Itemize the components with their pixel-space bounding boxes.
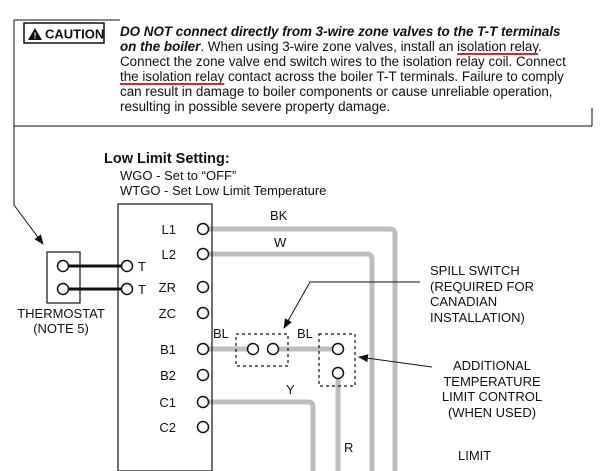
- spill-switch-arrow: [283, 281, 420, 329]
- wire-y: [208, 399, 316, 471]
- caution-line-4-rest: contact across the boiler T-T terminals.…: [224, 69, 564, 84]
- terminal-zc-label: ZC: [159, 306, 176, 321]
- limit-control-label: ADDITIONAL TEMPERATURE LIMIT CONTROL (WH…: [442, 358, 542, 420]
- spill-switch-label-line-3: CANADIAN: [430, 294, 497, 309]
- low-limit-wtgo: WTGO - Set Low Limit Temperature: [120, 183, 326, 198]
- spill-switch-terminal-2: [266, 342, 280, 356]
- wire-label-bk: BK: [270, 208, 288, 223]
- isolation-relay-highlight-2: the isolation relay: [120, 69, 225, 84]
- terminal-l2-screw: [196, 247, 210, 261]
- terminal-strip: [117, 203, 213, 471]
- terminal-t2-label: T: [138, 282, 146, 297]
- terminal-l1: L1: [162, 222, 210, 237]
- terminal-t2-screw: [120, 282, 134, 296]
- limit-control-label-line-3: LIMIT CONTROL: [442, 389, 542, 404]
- terminal-c2-screw: [196, 420, 210, 434]
- terminal-l1-screw: [196, 222, 210, 236]
- terminal-c2-label: C2: [159, 420, 176, 435]
- wire-label-r: R: [344, 440, 353, 455]
- terminal-t1: T: [120, 259, 146, 274]
- terminal-t1-screw: [120, 259, 134, 273]
- caution-line-5: can result in damage to boiler component…: [120, 84, 552, 99]
- thermostat: THERMOSTAT (NOTE 5): [17, 251, 122, 336]
- wire-w: [208, 251, 375, 471]
- terminal-b1: B1: [160, 342, 210, 357]
- spill-switch-terminal-1: [246, 342, 260, 356]
- spill-switch: [235, 333, 289, 367]
- caution-line-3: Connect the zone valve end switch wires …: [120, 54, 566, 69]
- terminal-zc: ZC: [159, 306, 210, 321]
- terminal-b2-label: B2: [160, 368, 176, 383]
- terminal-zc-screw: [196, 306, 210, 320]
- svg-text:!: !: [34, 31, 37, 41]
- caution-line-2-end: .: [538, 39, 542, 54]
- terminal-c1-screw: [196, 395, 210, 409]
- terminal-b1-screw: [196, 342, 210, 356]
- spill-switch-box: [235, 333, 289, 367]
- wire-label-w: W: [274, 235, 287, 250]
- caution-badge: ! CAUTION: [23, 22, 105, 44]
- spill-switch-label-line-4: INSTALLATION): [430, 310, 525, 325]
- caution-block: ! CAUTION DO NOT connect directly from 3…: [13, 19, 593, 127]
- caution-line-2-rest: . When using 3-wire zone valves, install…: [200, 39, 457, 54]
- thermostat-terminal-1: [56, 259, 70, 273]
- spill-switch-label: SPILL SWITCH (REQUIRED FOR CANADIAN INST…: [430, 263, 534, 325]
- terminal-t2: T: [120, 282, 146, 297]
- limit-label: LIMIT: [458, 448, 491, 463]
- limit-control-box: [318, 333, 356, 387]
- terminal-l1-label: L1: [162, 222, 176, 237]
- additional-limit-control: [318, 333, 356, 387]
- limit-control-terminal-1: [331, 342, 345, 356]
- terminal-l2: L2: [162, 247, 210, 262]
- low-limit-wgo: WGO - Set to “OFF”: [120, 168, 236, 183]
- wire-label-bl-left: BL: [213, 326, 229, 341]
- limit-control-terminal-2: [331, 366, 345, 380]
- terminal-c2: C2: [159, 420, 210, 435]
- wire-group: [208, 226, 398, 471]
- caution-line-2: on the boiler. When using 3-wire zone va…: [120, 39, 542, 54]
- thermostat-label: THERMOSTAT: [17, 306, 105, 321]
- limit-control-label-line-1: ADDITIONAL: [453, 358, 531, 373]
- caution-line-2-bold: on the boiler: [120, 39, 201, 54]
- spill-switch-label-line-2: (REQUIRED FOR: [430, 279, 534, 294]
- terminal-c1: C1: [159, 395, 210, 410]
- terminal-zr: ZR: [159, 280, 210, 295]
- terminal-b2: B2: [160, 368, 210, 383]
- terminal-t1-label: T: [138, 259, 146, 274]
- wire-bk: [208, 226, 398, 471]
- thermostat-box: [46, 251, 81, 304]
- caution-badge-label: CAUTION: [45, 27, 104, 42]
- terminal-c1-label: C1: [159, 395, 176, 410]
- spill-switch-label-line-1: SPILL SWITCH: [430, 263, 520, 278]
- caution-line-1: DO NOT connect directly from 3-wire zone…: [120, 24, 561, 39]
- thermostat-terminal-2: [56, 282, 70, 296]
- limit-control-label-line-2: TEMPERATURE: [443, 374, 541, 389]
- terminal-b1-label: B1: [160, 342, 176, 357]
- wire-label-y: Y: [286, 382, 295, 397]
- limit-control-arrow: [358, 354, 433, 368]
- low-limit-title: Low Limit Setting:: [104, 151, 230, 167]
- isolation-relay-highlight: isolation relay: [457, 39, 539, 54]
- terminal-l2-label: L2: [162, 247, 176, 262]
- thermostat-note: (NOTE 5): [33, 321, 89, 336]
- warning-triangle-icon: [28, 28, 42, 40]
- limit-control-label-line-4: (WHEN USED): [448, 405, 536, 420]
- caution-line-4: the isolation relay contact across the b…: [120, 69, 564, 84]
- caution-leader-arrow: [13, 126, 44, 245]
- terminal-zr-label: ZR: [159, 280, 176, 295]
- wire-label-bl-right: BL: [297, 326, 313, 341]
- terminal-zr-screw: [196, 280, 210, 294]
- caution-line-6: resulting in possible severe property da…: [120, 99, 390, 114]
- terminal-b2-screw: [196, 368, 210, 382]
